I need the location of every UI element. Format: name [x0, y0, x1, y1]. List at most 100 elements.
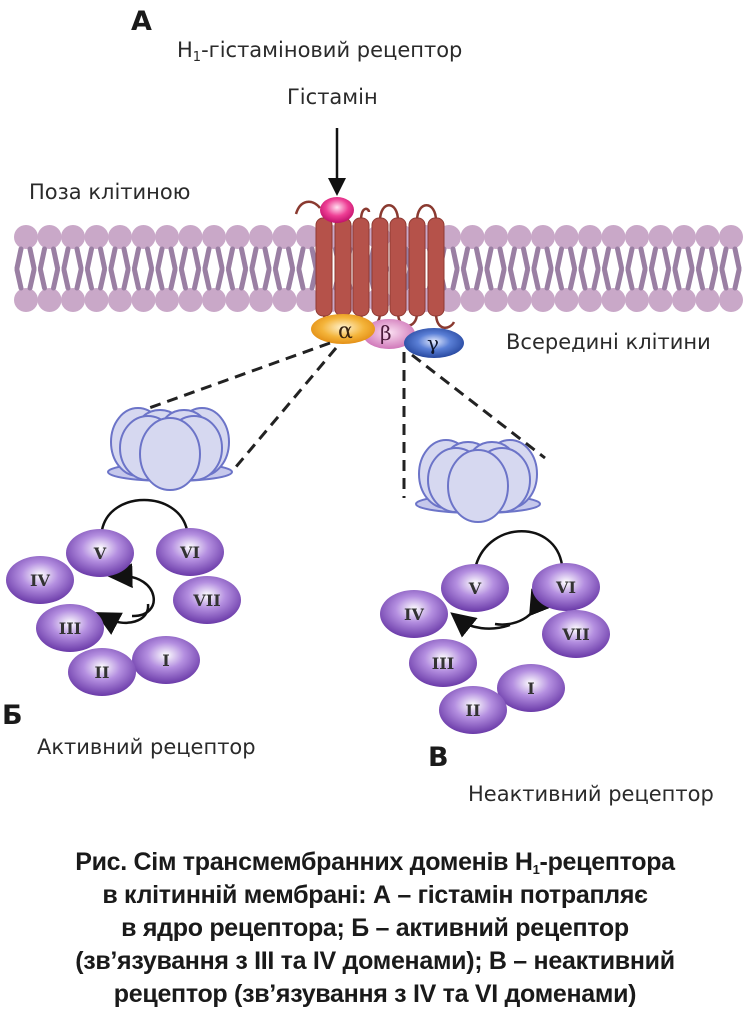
lipid-head-top	[296, 225, 320, 249]
lipid-head-bottom	[554, 288, 579, 312]
lipid-tail-bottom	[461, 267, 483, 291]
receptor-title-h: H	[177, 38, 193, 62]
binding-arrow-to-vi	[494, 588, 553, 626]
domain-label: I	[527, 679, 534, 698]
lipid-head-top	[695, 225, 720, 249]
lipid-tail-bottom	[226, 267, 248, 291]
binding-arrow-to-iii	[94, 603, 150, 635]
domain-label: VI	[179, 543, 200, 562]
lipid-head-bottom	[84, 288, 109, 312]
lipid-tail-top	[649, 246, 671, 271]
extracellular-loop	[415, 204, 438, 222]
domain-label: VII	[192, 591, 220, 610]
domain-label: I	[162, 651, 169, 670]
lipid-tail-bottom	[155, 267, 178, 291]
connector-right-2	[411, 353, 546, 460]
lipid-head-top	[61, 225, 85, 249]
domain-I	[497, 664, 565, 712]
arrow-head-icon	[328, 178, 346, 196]
lipid-head-bottom	[601, 288, 626, 312]
lipid-tail-bottom	[249, 267, 272, 291]
lipid-tail-top	[696, 246, 718, 271]
lipid-tail-top	[602, 246, 624, 271]
receptor-title: H1-гістаміновий рецептор	[177, 38, 463, 64]
lipid-tail-bottom	[273, 267, 295, 291]
lipid-head-top	[178, 225, 203, 249]
lipid-head-bottom	[61, 288, 85, 312]
lipid-tail-top	[179, 246, 201, 271]
lipid-head-top	[554, 225, 579, 249]
domain-VI	[156, 528, 224, 576]
lipid-head-top	[672, 225, 696, 249]
histamine-molecule	[320, 197, 354, 223]
lipid-head-bottom	[14, 288, 38, 312]
transmembrane-helix-1	[315, 217, 333, 317]
extracellular-loop	[378, 204, 400, 222]
lipid-tail-top	[226, 246, 248, 271]
connection-arc-v-vi	[474, 530, 564, 566]
lipid-head-bottom	[155, 288, 179, 312]
lipid-head-top	[131, 225, 156, 249]
panel-letter-b: Б	[2, 700, 23, 731]
domain-I	[132, 636, 200, 684]
lipid-tail-top	[132, 246, 154, 271]
caption-line-2: в клітинній мембрані: А – гістамін потра…	[102, 881, 648, 909]
barrel-subunit	[447, 449, 509, 523]
lipid-tail-bottom	[672, 267, 695, 291]
lipid-head-bottom	[625, 288, 649, 312]
domain-label: III	[432, 654, 454, 673]
domain-V	[66, 529, 134, 577]
lipid-tail-bottom	[132, 267, 154, 291]
lipid-tail-bottom	[602, 267, 624, 291]
caption-line-1: Рис. Сім трансмембранних доменів H1-реце…	[0, 846, 750, 879]
outside-cell-label: Поза клітиною	[29, 180, 191, 204]
lipid-tail-bottom	[85, 267, 107, 291]
lipid-tail-bottom	[38, 267, 60, 291]
domain-label: VII	[561, 625, 589, 644]
caption-line-5: рецептор (зв’язування з IV та VI доменам…	[113, 980, 637, 1008]
inactive-receptor-label: Неактивний рецептор	[468, 782, 714, 806]
lipid-head-bottom	[695, 288, 720, 312]
lipid-tail-top	[85, 246, 107, 271]
binding-arrow-to-iv	[450, 612, 511, 638]
barrel-subunit	[139, 417, 201, 491]
lipid-head-bottom	[672, 288, 696, 312]
domain-III	[409, 639, 477, 687]
lipid-head-top	[484, 225, 508, 249]
lipid-head-bottom	[484, 288, 508, 312]
lipid-tail-top	[61, 246, 84, 271]
lipid-head-top	[37, 225, 62, 249]
beta-symbol: β	[380, 321, 392, 345]
lipid-tail-bottom	[508, 267, 530, 291]
transmembrane-helix-7	[427, 217, 445, 317]
domain-II	[439, 686, 507, 734]
connector-left-2	[233, 347, 338, 469]
lipid-tail-bottom	[555, 267, 577, 291]
lipid-tail-bottom	[649, 267, 671, 291]
domain-IV	[6, 556, 74, 604]
domain-label: IV	[404, 605, 424, 624]
lipid-head-top	[249, 225, 273, 249]
lipid-tail-bottom	[719, 267, 742, 291]
domain-VI	[532, 563, 600, 611]
lipid-tail-top	[578, 246, 601, 271]
lipid-head-top	[108, 225, 132, 249]
g-protein-barrel-inactive	[415, 439, 541, 523]
caption-line-1-prefix: Рис. Сім трансмембранних доменів H	[75, 848, 533, 876]
lipid-head-bottom	[531, 288, 555, 312]
lipid-tail-bottom	[14, 267, 37, 291]
receptor-title-rest: -гістаміновий рецептор	[201, 38, 463, 62]
panel-letter-c: В	[428, 742, 449, 773]
lipid-tail-top	[531, 246, 554, 271]
lipid-head-bottom	[202, 288, 226, 312]
lipid-head-bottom	[108, 288, 132, 312]
lipid-tail-top	[508, 246, 530, 271]
lipid-head-top	[272, 225, 297, 249]
lipid-head-top	[225, 225, 250, 249]
inside-cell-label: Всередині клітини	[506, 330, 711, 354]
g-protein-barrel-active	[107, 407, 233, 491]
connection-arc-v-vi	[100, 498, 189, 531]
figure-caption: Рис. Сім трансмембранних доменів H1-реце…	[0, 846, 750, 1011]
